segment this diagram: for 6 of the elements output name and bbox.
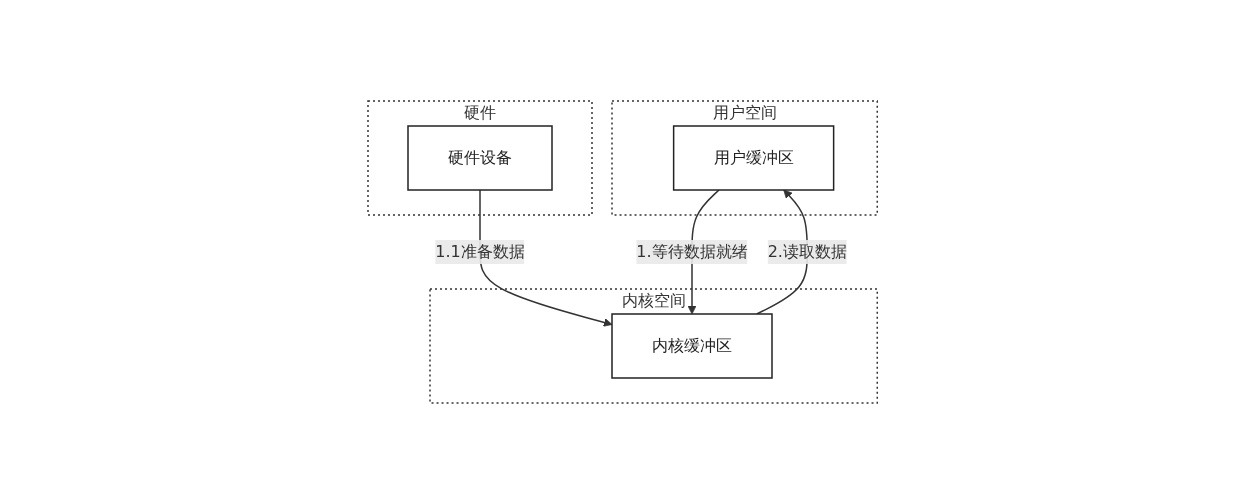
node-box: 用户缓冲区 xyxy=(672,125,835,191)
node-box: 内核缓冲区 xyxy=(611,313,773,379)
node-box: 硬件设备 xyxy=(407,125,553,191)
edge-label: 2.读取数据 xyxy=(767,242,847,261)
edge-label: 1.等待数据就绪 xyxy=(636,242,748,261)
edge-label: 1.1准备数据 xyxy=(435,242,525,261)
